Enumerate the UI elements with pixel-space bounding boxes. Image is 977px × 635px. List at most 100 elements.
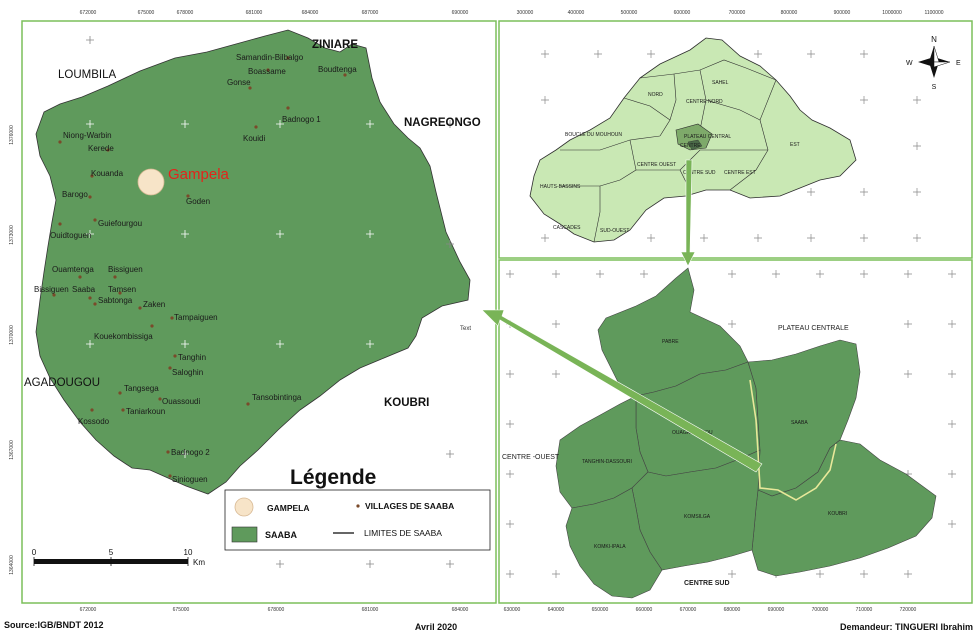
commune-koubri: [751, 439, 937, 577]
village-label: Kossodo: [78, 417, 110, 426]
village-label: Ouassoudi: [162, 397, 200, 406]
bottom-tick: 675000: [173, 607, 190, 613]
left-tick: 1367000: [9, 440, 15, 460]
village-label: Bissiguen: [34, 285, 69, 294]
village-label: Kerede: [88, 144, 114, 153]
neighbour-ziniare: ZINIARE: [312, 39, 358, 51]
village-label: Niong-Warbin: [63, 131, 112, 140]
locator-arrows: [481, 159, 763, 473]
region-label: CENTRE OUEST: [637, 162, 676, 168]
top-tick: 675000: [138, 10, 155, 16]
arrow-national-to-regional: [680, 159, 696, 267]
bottom-tick: 672000: [80, 607, 97, 613]
village-label: Boassame: [248, 67, 286, 76]
legend-title: Légende: [290, 466, 376, 489]
national-map-panel: SAHEL NORD CENTRE NORD BOUCLE DU MOUHOUN…: [498, 20, 973, 259]
top-tick: 690000: [452, 10, 469, 16]
village-label: Zaken: [143, 300, 165, 309]
scale-tick-label: 10: [184, 548, 193, 557]
placeholder-text-label: Text: [460, 326, 471, 332]
commune-polygon: [35, 29, 471, 495]
bottom-tick: 678000: [268, 607, 285, 613]
compass-west: W: [906, 60, 913, 67]
commune-label: KOMSILGA: [684, 514, 711, 520]
left-tick: 1364000: [9, 555, 15, 575]
regional-label-plateau: PLATEAU CENTRALE: [778, 325, 849, 332]
village-label: Tampaiguen: [174, 313, 218, 322]
legend-limites-label: LIMITES DE SAABA: [364, 528, 442, 538]
left-tick: 1370000: [9, 325, 15, 345]
top-tick: 500000: [621, 10, 638, 16]
bottom-tick: 681000: [362, 607, 379, 613]
village-label: Ouamtenga: [52, 265, 94, 274]
region-label: NORD: [648, 92, 663, 98]
village-label: Kouekombissiga: [94, 332, 153, 341]
gampela-label: Gampela: [168, 166, 230, 183]
scale-tick-label: 0: [32, 548, 37, 557]
village-label: Tanghin: [178, 353, 206, 362]
village-label: Tamsen: [108, 285, 136, 294]
regional-label-centre-sud: CENTRE SUD: [684, 580, 730, 587]
legend-gampela-label: GAMPELA: [267, 503, 310, 513]
village-labels: Samandin-Bilbalgo Boudtenga Boassame Gon…: [34, 53, 357, 484]
legend-saaba-label: SAABA: [265, 530, 298, 540]
top-tick: 800000: [781, 10, 798, 16]
bottom-tick: 710000: [856, 607, 873, 613]
village-label: Samandin-Bilbalgo: [236, 53, 304, 62]
bottom-tick: 684000: [452, 607, 469, 613]
legend-villages-label: VILLAGES DE SAABA: [365, 501, 454, 511]
footer-demandeur: Demandeur: TINGUERI Ibrahim: [840, 622, 973, 632]
region-label: CENTRE NORD: [686, 99, 723, 105]
compass-east: E: [956, 60, 961, 67]
commune-label: PABRE: [662, 339, 679, 345]
left-tick: 1376000: [9, 125, 15, 145]
regional-label-centre-ouest: CENTRE -OUEST: [502, 454, 560, 461]
commune-label: KOUBRI: [828, 511, 847, 517]
village-label: Sinioguen: [172, 475, 208, 484]
region-label: EST: [790, 142, 800, 148]
top-tick: 1100000: [924, 10, 943, 16]
village-label: Kouidi: [243, 134, 265, 143]
top-tick: 400000: [568, 10, 585, 16]
top-tick: 678000: [177, 10, 194, 16]
legend: Légende GAMPELA VILLAGES DE SAABA SAABA …: [224, 466, 491, 551]
commune-komki-ipala: [565, 487, 663, 599]
region-label: CASCADES: [553, 225, 581, 231]
village-label: Tansobintinga: [252, 393, 302, 402]
compass-rose-icon: N S E W: [906, 35, 961, 91]
legend-saaba-swatch: [231, 526, 258, 543]
village-label: Guiefourgou: [98, 219, 142, 228]
bottom-tick: 690000: [768, 607, 785, 613]
village-label: Sabtonga: [98, 296, 133, 305]
national-region-labels: SAHEL NORD CENTRE NORD BOUCLE DU MOUHOUN…: [540, 80, 800, 234]
scale-unit: Km: [193, 558, 205, 567]
saaba-boundary-highlight: [749, 379, 837, 501]
top-tick: 300000: [517, 10, 534, 16]
bottom-tick: 630000: [504, 607, 521, 613]
legend-box: [224, 489, 491, 551]
bottom-tick: 650000: [592, 607, 609, 613]
footer: Source:IGB/BNDT 2012 Avril 2020 Demandeu…: [4, 620, 973, 632]
village-label: Tangsega: [124, 384, 159, 393]
region-label: SAHEL: [712, 80, 729, 86]
bottom-tick: 720000: [900, 607, 917, 613]
region-label: CENTRE: [680, 143, 701, 149]
neighbour-loumbila: LOUMBILA: [58, 69, 116, 81]
village-label: Saaba: [72, 285, 96, 294]
village-label: Kouanda: [91, 169, 124, 178]
village-label: Gonse: [227, 78, 251, 87]
top-tick: 600000: [674, 10, 691, 16]
footer-date: Avril 2020: [415, 622, 457, 632]
top-tick: 700000: [729, 10, 746, 16]
national-plateau-central: [675, 123, 713, 151]
region-label: PLATEAU CENTRAL: [684, 134, 731, 140]
top-coordinate-ticks: 672000 675000 678000 681000 684000 68700…: [80, 10, 944, 16]
top-tick: 681000: [246, 10, 263, 16]
left-tick: 1373000: [9, 225, 15, 245]
village-label: Ouidtoguen: [50, 231, 91, 240]
region-label: BOUCLE DU MOUHOUN: [565, 132, 622, 138]
neighbour-ouagadougou: AGADOUGOU: [24, 377, 100, 389]
scale-tick-label: 5: [109, 548, 114, 557]
village-points: [52, 56, 347, 478]
